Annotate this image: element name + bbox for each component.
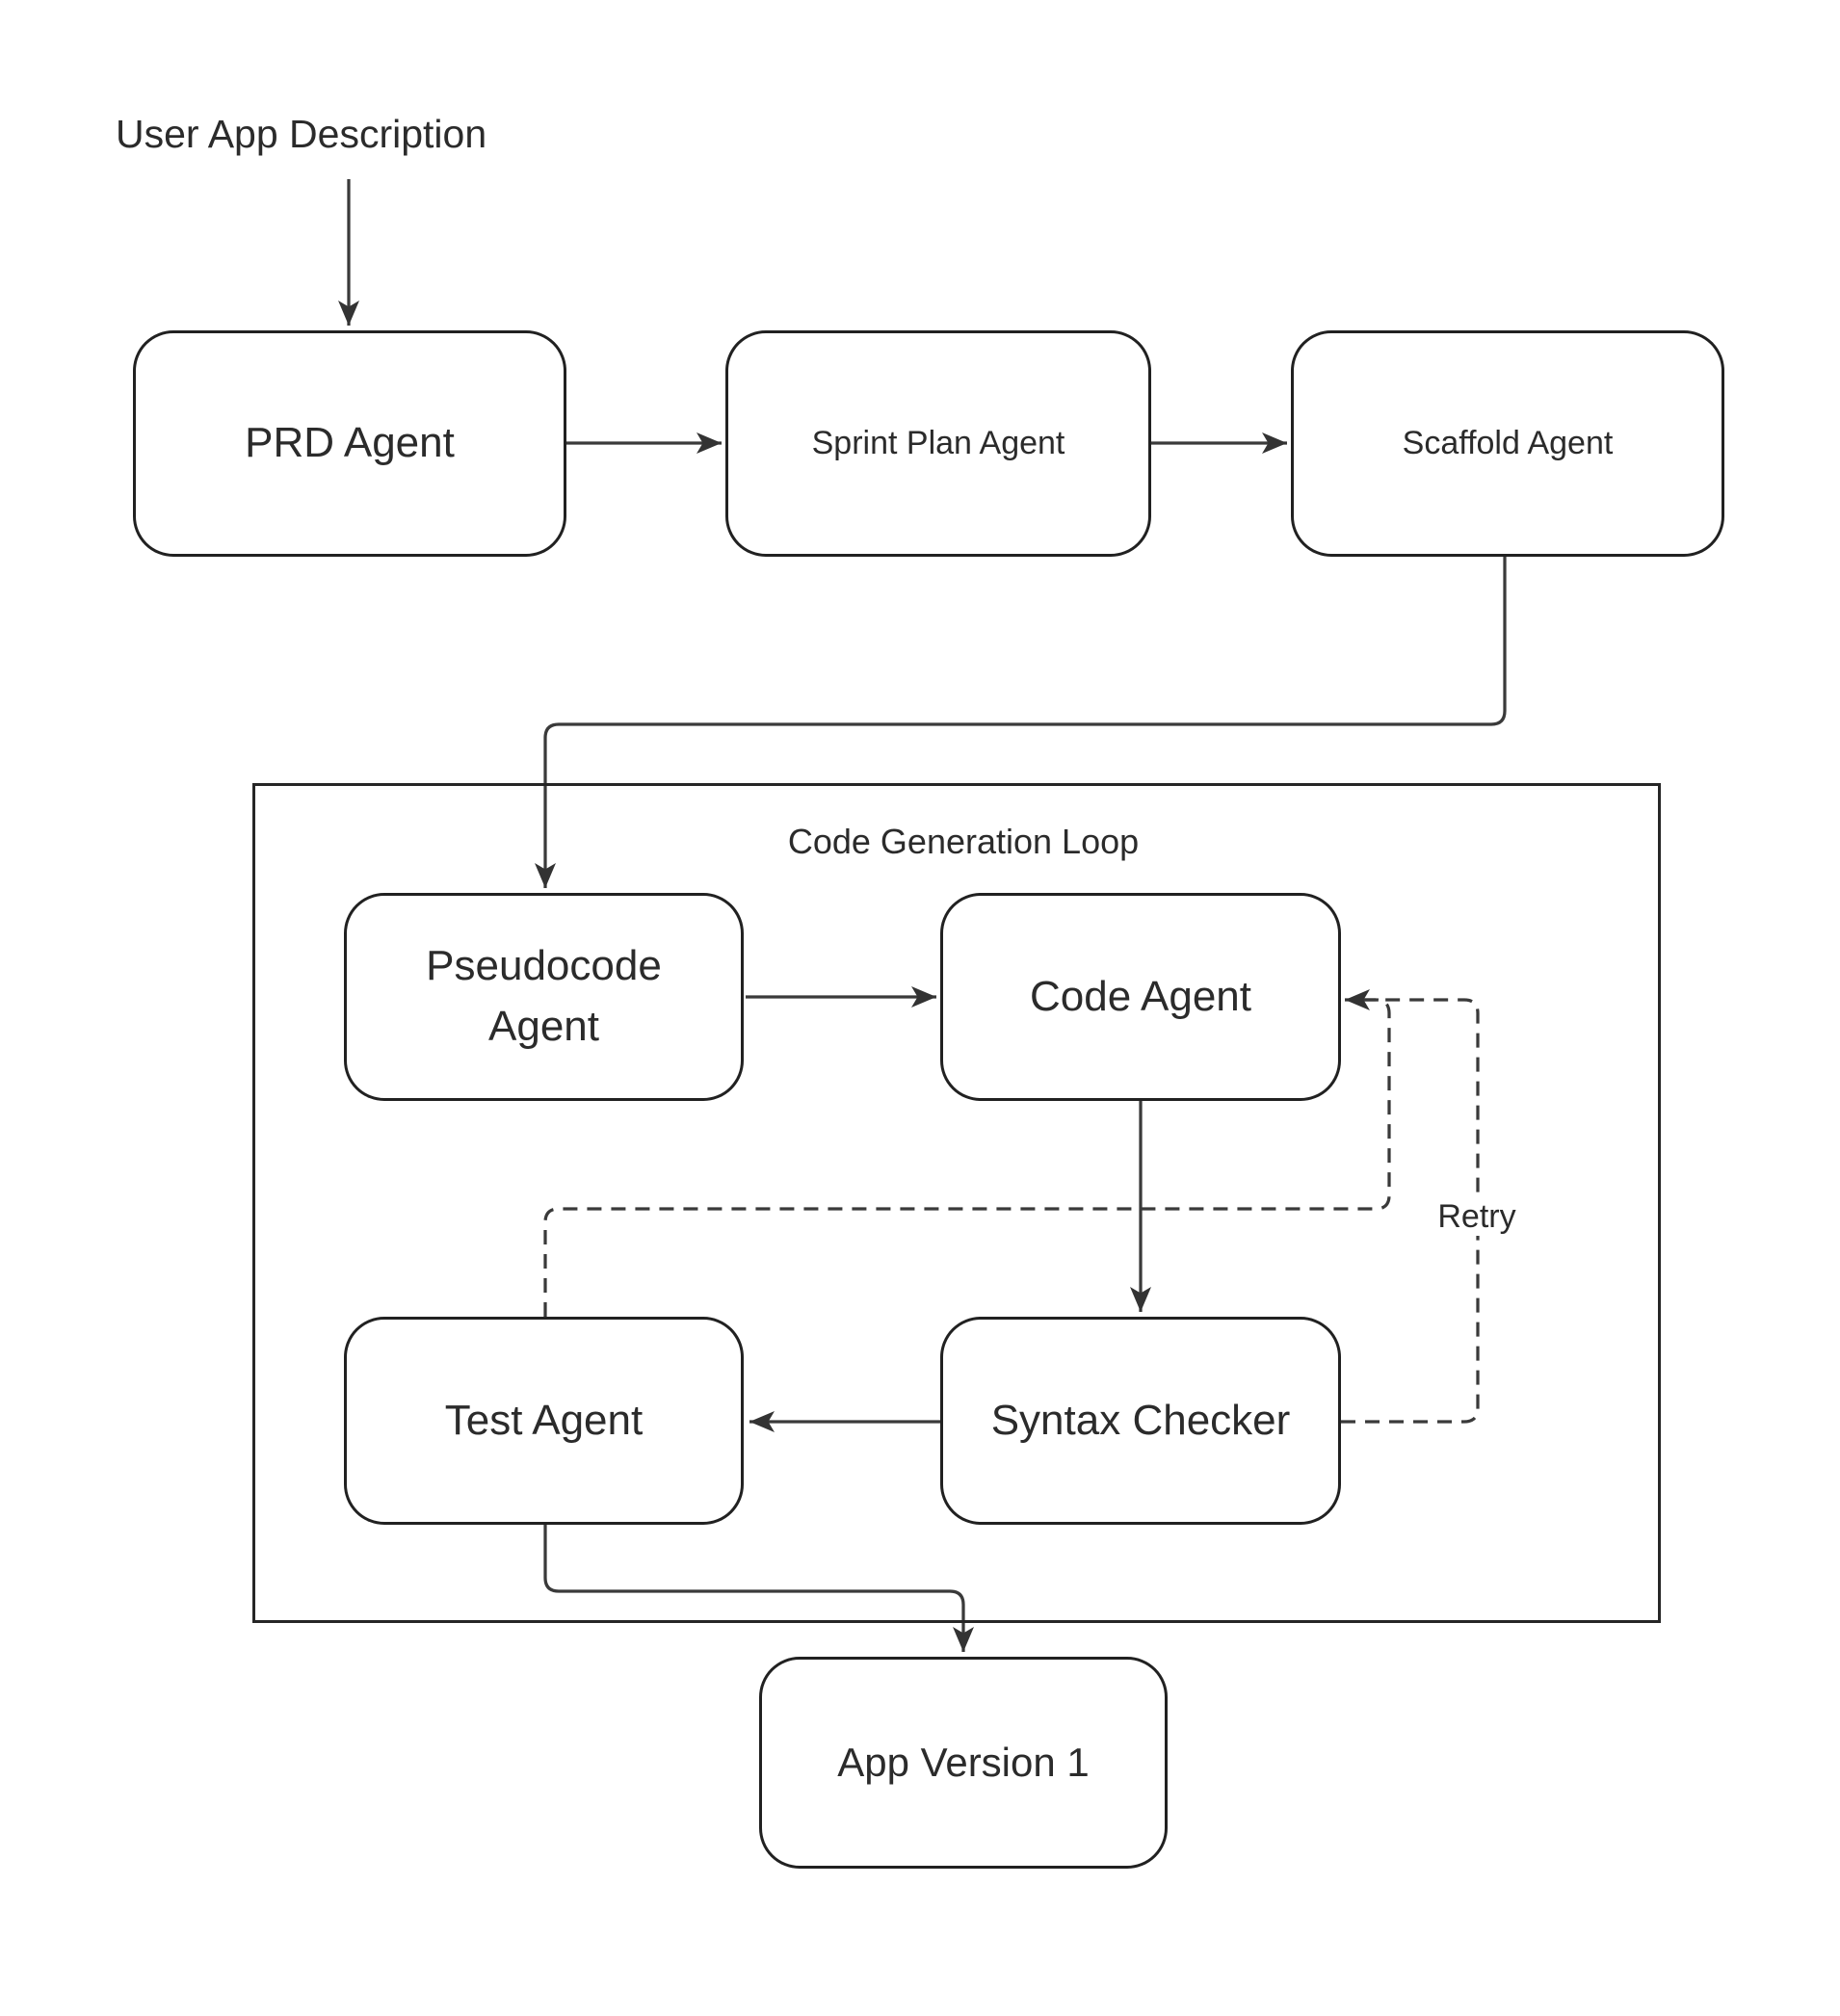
node-label: App Version 1 bbox=[837, 1739, 1090, 1785]
node-scaffold-agent: Scaffold Agent bbox=[1291, 330, 1724, 557]
input-label: User App Description bbox=[116, 112, 487, 156]
node-syntax-checker: Syntax Checker bbox=[940, 1317, 1341, 1525]
edge-test-to-app bbox=[543, 1525, 974, 1652]
node-label: Code Agent bbox=[1030, 972, 1251, 1020]
node-label: Sprint Plan Agent bbox=[811, 425, 1065, 462]
node-app-version-1: App Version 1 bbox=[759, 1657, 1168, 1869]
node-label: Pseudocode Agent bbox=[426, 942, 662, 1050]
node-label: Test Agent bbox=[444, 1396, 644, 1444]
node-label: Syntax Checker bbox=[990, 1396, 1291, 1444]
node-label: PRD Agent bbox=[245, 419, 455, 467]
node-label: Scaffold Agent bbox=[1402, 425, 1614, 462]
edge-scaffold-to-pseudocode bbox=[535, 557, 1507, 888]
node-sprint-plan-agent: Sprint Plan Agent bbox=[725, 330, 1151, 557]
node-pseudocode-agent: Pseudocode Agent bbox=[344, 893, 744, 1101]
edge-test-retry-to-code bbox=[543, 998, 1391, 1317]
node-test-agent: Test Agent bbox=[344, 1317, 744, 1525]
retry-edge-label: Retry bbox=[1409, 1198, 1544, 1236]
loop-title: Code Generation Loop bbox=[787, 822, 1140, 861]
node-prd-agent: PRD Agent bbox=[133, 330, 566, 557]
node-code-agent: Code Agent bbox=[940, 893, 1341, 1101]
code-generation-loop-box bbox=[252, 783, 1661, 1623]
